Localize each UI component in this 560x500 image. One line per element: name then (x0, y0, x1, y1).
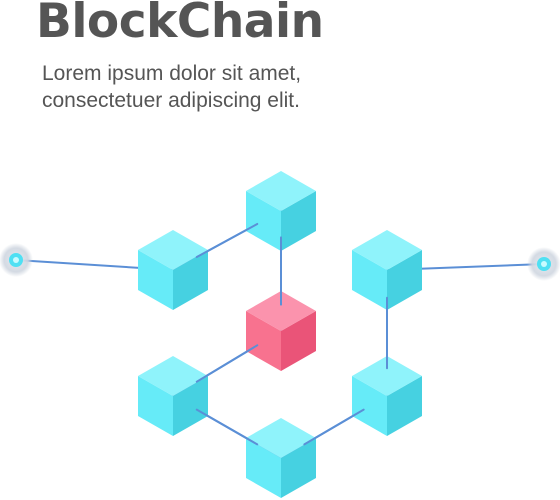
block-lower-right (352, 356, 422, 436)
block-upper-left (138, 230, 208, 310)
block-bottom (246, 418, 316, 498)
page-title: BlockChain (36, 0, 324, 49)
right-node-highlight (541, 261, 547, 267)
block-center-top-face (246, 291, 316, 331)
connector-overlay-lower-left-to-bottom (195, 408, 259, 446)
connector-overlays (195, 222, 388, 446)
external-nodes (0, 243, 560, 281)
block-top (246, 171, 316, 251)
connector-overlay-center-to-lower-left (195, 344, 259, 383)
connector-overlay-upper-left-to-top (195, 222, 259, 259)
left-node-node-icon (0, 243, 33, 277)
block-lower-left-top-face (138, 356, 208, 396)
block-lower-left (138, 356, 208, 436)
subtitle-line-2: consectetuer adipiscing elit. (42, 89, 300, 112)
block-upper-right-top-face (352, 230, 422, 270)
block-center (246, 291, 316, 371)
page-subtitle: Lorem ipsum dolor sit amet, consectetuer… (42, 60, 301, 114)
block-bottom-top-face (246, 418, 316, 458)
blocks (138, 171, 422, 498)
subtitle-line-1: Lorem ipsum dolor sit amet, (42, 62, 302, 85)
block-top-top-face (246, 171, 316, 211)
connector-overlay-bottom-to-lower-right (303, 408, 365, 446)
block-upper-right (352, 230, 422, 310)
block-lower-right-top-face (352, 356, 422, 396)
left-node-highlight (13, 257, 19, 263)
block-upper-left-top-face (138, 230, 208, 270)
right-node-node-icon (527, 247, 560, 281)
